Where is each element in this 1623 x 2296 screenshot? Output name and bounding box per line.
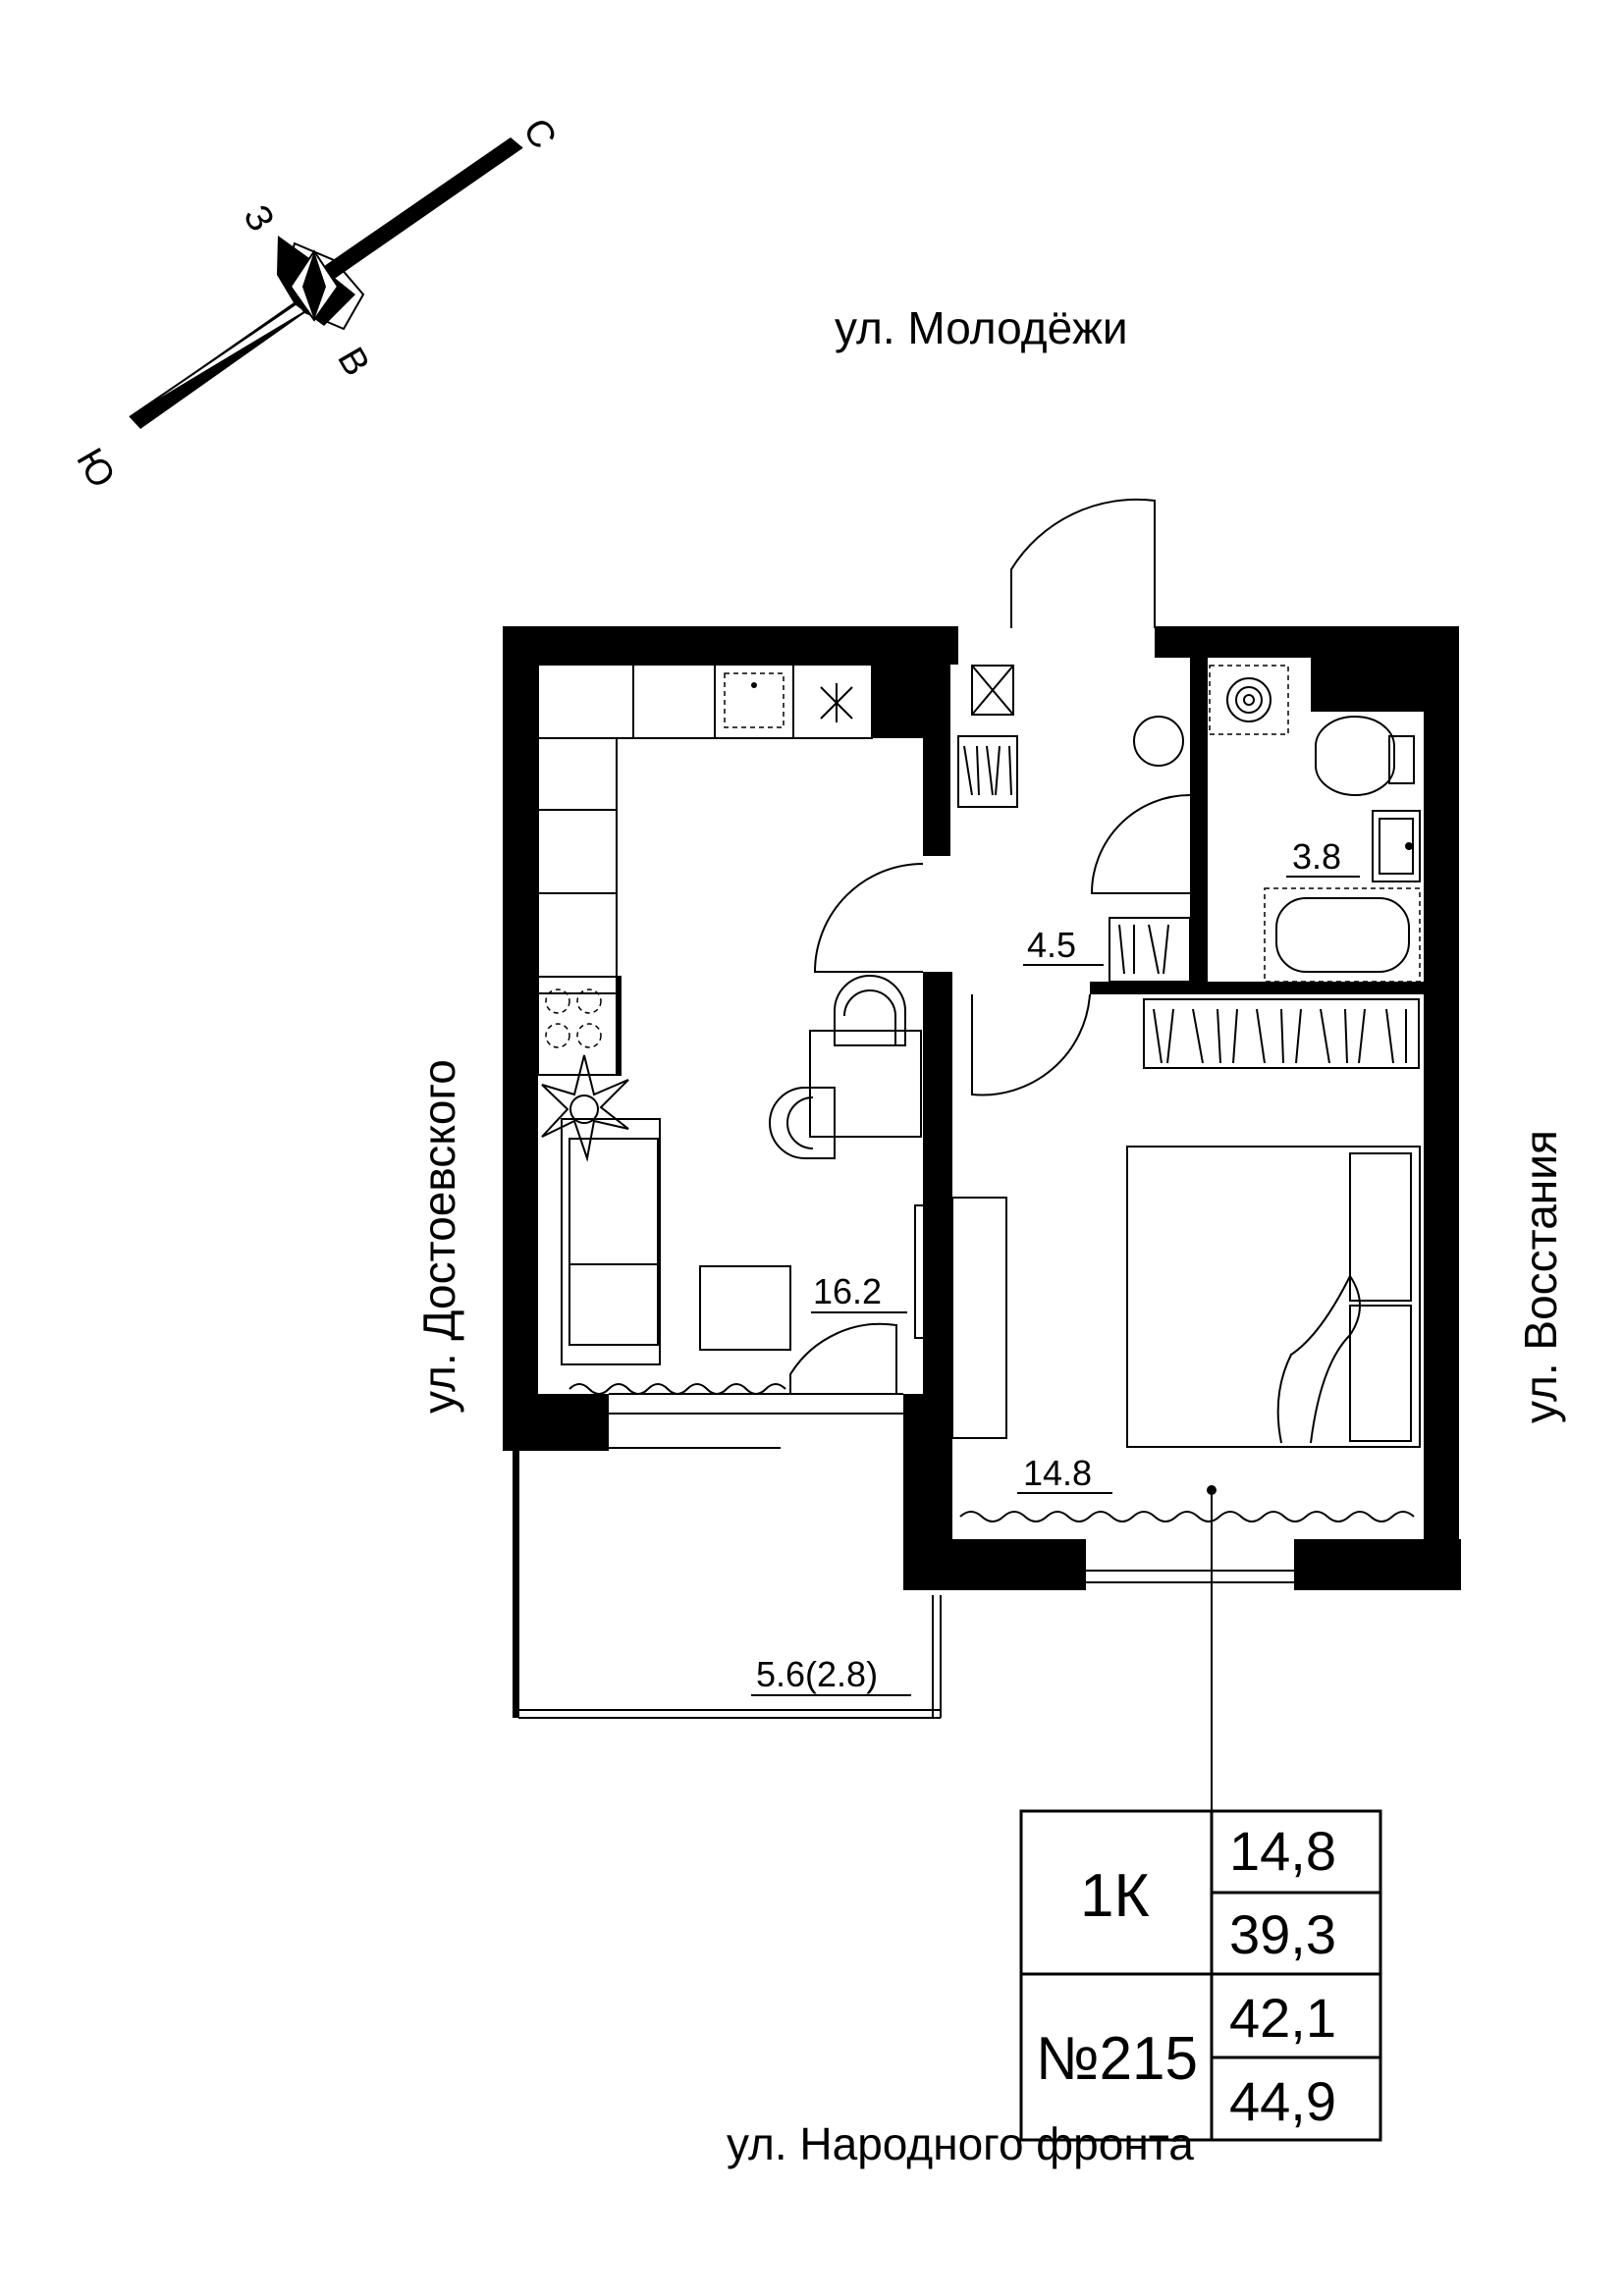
compass-west-label: З [235,198,282,239]
svg-text:5.6(2.8): 5.6(2.8) [756,1654,878,1694]
info-value-4: 44,9 [1229,2070,1336,2132]
svg-text:4.5: 4.5 [1027,925,1076,965]
chair-icon [834,975,906,1046]
bathtub-icon [1264,887,1421,983]
street-north: ул. Молодёжи [835,302,1128,353]
room-bathroom-label: 3.8 [1286,836,1360,878]
curtain [959,1511,1415,1522]
walls [503,626,1461,1590]
info-value-3: 42,1 [1229,1987,1336,2049]
bath-sink-icon [1372,810,1421,882]
street-east: ул. Восстания [1515,1130,1566,1423]
svg-text:3.8: 3.8 [1292,836,1341,877]
sink-icon [724,672,784,728]
room-balcony-label: 5.6(2.8) [751,1654,911,1696]
plant-icon [541,1054,629,1162]
curtain [568,1383,786,1395]
hood-icon [820,683,853,722]
bedroom-wardrobe [1143,998,1420,1069]
compass-north-label: С [514,112,564,156]
sofa-icon [561,1118,661,1365]
hall-to-bedroom-door [971,993,1091,1096]
entrance-door [1010,498,1156,628]
apartment-type: 1К [1080,1862,1150,1930]
info-value-2: 39,3 [1229,1903,1336,1965]
street-south: ул. Народного фронта [727,2118,1194,2169]
room-hall-label: 4.5 [1023,925,1104,966]
bed-icon [1126,1146,1421,1448]
hall-wardrobe [957,665,1018,808]
room-bedroom-label: 14.8 [1017,1453,1112,1494]
apartment-info-table: 1К №215 14,8 39,3 42,1 44,9 [1019,1809,1382,2142]
room-kitchen-label: 16.2 [811,1271,907,1313]
balcony [513,1451,942,1719]
dining-table [809,1030,922,1138]
svg-text:14.8: 14.8 [1023,1453,1092,1493]
washer-icon [1209,665,1289,735]
compass-south-label: Ю [68,442,123,495]
hall-to-kitchen-door [813,863,924,973]
kitchen-window [609,1393,903,1449]
compass-rose: С З В Ю [68,112,564,495]
chair-icon [769,1087,836,1159]
coat-hanger [1133,716,1184,767]
apartment-number: №215 [1036,2025,1198,2093]
coffee-table [699,1265,791,1351]
kitchen-balcony-door [789,1322,897,1394]
kitchen-counter [537,664,873,1076]
compass-east-label: В [329,341,377,383]
street-west: ул. Достоевского [413,1059,464,1414]
hall-to-bath-door [1090,794,1191,894]
info-value-1: 14,8 [1229,1820,1336,1882]
desk-icon [914,1197,1007,1439]
stove-icon [545,988,602,1048]
svg-text:16.2: 16.2 [813,1271,882,1311]
bedroom-window [1086,1570,1294,1583]
toilet-icon [1315,716,1415,796]
hall-shelf [1109,917,1191,983]
